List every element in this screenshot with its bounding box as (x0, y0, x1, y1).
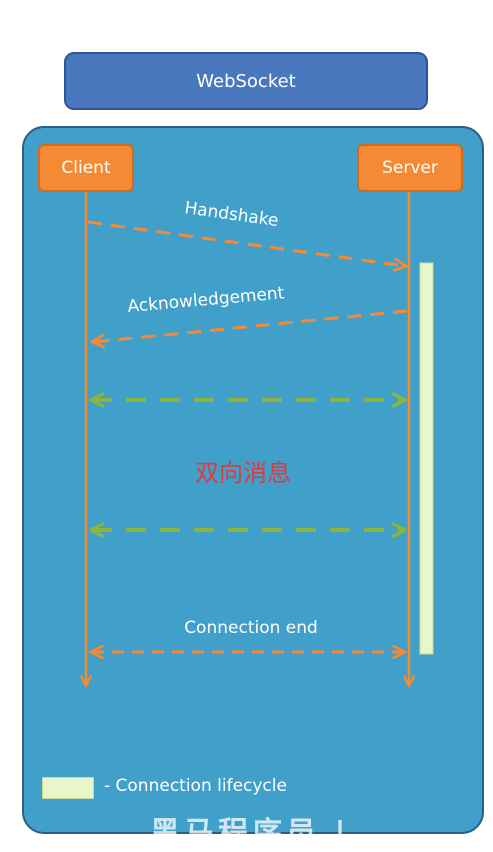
watermark-text: 黑马程序员 | ... (150, 816, 411, 851)
acknowledgement-label: Acknowledgement (127, 283, 286, 317)
bidirectional-label: 双向消息 (195, 459, 291, 487)
connection-end-label: Connection end (184, 618, 318, 638)
websocket-title: WebSocket (64, 52, 428, 110)
legend-swatch (42, 777, 94, 799)
legend-label: - Connection lifecycle (104, 776, 287, 796)
client-box: Client (38, 144, 134, 192)
acknowledgement-arrow (93, 309, 408, 342)
handshake-label: Handshake (183, 198, 279, 231)
server-box: Server (357, 144, 463, 192)
lifecycle-bar (419, 262, 434, 655)
handshake-arrow (87, 220, 405, 266)
